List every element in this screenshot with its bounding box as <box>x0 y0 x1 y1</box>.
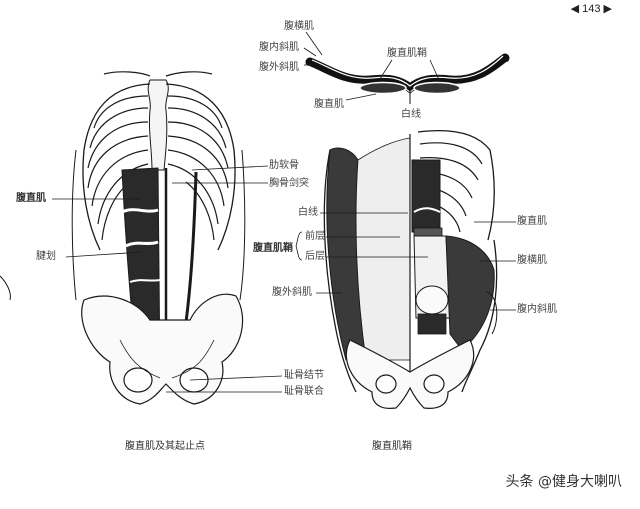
previous-page-icon[interactable]: ◀ <box>570 3 580 15</box>
label-anterior-layer: 前层 <box>305 231 325 242</box>
label-tendinous-intersection: 腱划 <box>36 251 56 262</box>
label-rectus-cross: 腹直肌 <box>314 99 344 110</box>
label-linea-alba-cross: 白线 <box>401 109 421 120</box>
label-rectus-sheath: 腹直肌鞘 <box>253 243 293 254</box>
page-navigator: ◀ 143 ▶ <box>571 2 612 15</box>
label-internal-oblique: 腹内斜肌 <box>517 304 557 315</box>
watermark: 头条 @健身大喇叭 <box>505 474 622 490</box>
next-page-icon[interactable]: ▶ <box>603 3 612 15</box>
label-pubic-symphysis: 耻骨联合 <box>284 386 324 397</box>
label-rectus-left: 腹直肌 <box>16 193 46 204</box>
label-pubic-tubercle: 耻骨结节 <box>284 370 324 381</box>
label-external-oblique-cross: 腹外斜肌 <box>259 62 299 73</box>
label-internal-oblique-cross: 腹内斜肌 <box>259 42 299 53</box>
label-posterior-layer: 后层 <box>305 251 325 262</box>
caption-right-figure: 腹直肌鞘 <box>372 441 412 452</box>
label-rectus-sheath-cross: 腹直肌鞘 <box>387 48 427 59</box>
label-rectus-right: 腹直肌 <box>517 216 547 227</box>
page-number: 143 <box>582 3 601 15</box>
label-costal-cartilage: 肋软骨 <box>269 160 299 171</box>
rectus-sheath-figure <box>295 129 516 409</box>
label-transversus-cross: 腹横肌 <box>284 21 314 32</box>
label-xiphoid-process: 胸骨剑突 <box>269 178 309 189</box>
label-external-oblique: 腹外斜肌 <box>272 287 312 298</box>
label-transversus: 腹横肌 <box>517 255 547 266</box>
label-linea-alba: 白线 <box>298 207 318 218</box>
cross-section-diagram <box>303 31 510 104</box>
caption-left-figure: 腹直肌及其起止点 <box>125 441 205 452</box>
rectus-abdominis-figure <box>0 71 283 405</box>
